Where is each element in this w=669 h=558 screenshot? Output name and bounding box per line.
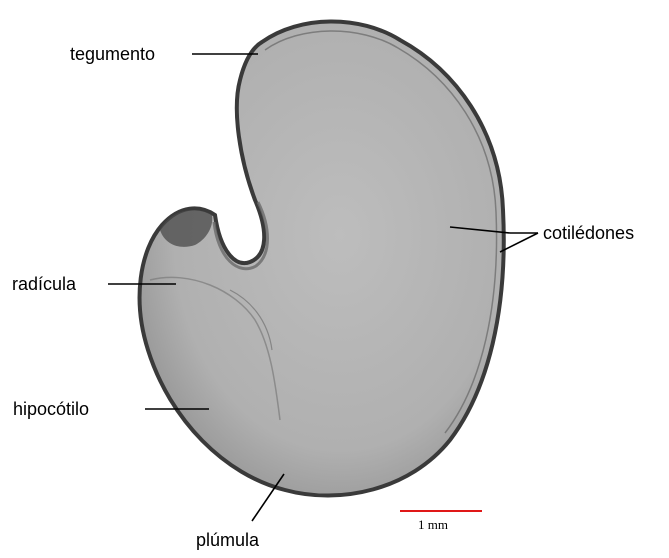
label-hipocotilo: hipocótilo — [13, 399, 89, 419]
label-tegumento: tegumento — [70, 44, 155, 64]
scale-bar-label: 1 mm — [418, 517, 448, 533]
label-cotiledones: cotilédones — [543, 223, 634, 243]
label-plumula: plúmula — [196, 530, 259, 550]
label-radicula: radícula — [12, 274, 76, 294]
seed-body — [140, 21, 504, 495]
